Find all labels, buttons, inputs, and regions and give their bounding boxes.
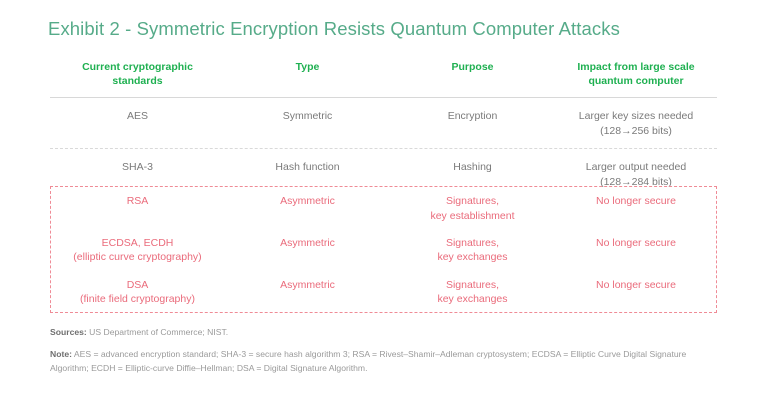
column-header-impact-line1: Impact from large scale [577,61,695,73]
cell-purpose-line1: Signatures, [445,195,500,208]
column-header-standards: Current cryptographic standards [50,60,225,88]
cell-impact-line1: No longer secure [596,237,676,249]
header-divider [50,97,717,99]
column-header-standards-line2: standards [112,75,163,88]
cell-impact-line2: (128→284 bits) [600,175,672,188]
cell-purpose-line2: key exchanges [437,251,508,264]
cell-purpose-line1: Hashing [453,161,492,174]
cell-standard-line2: (elliptic curve cryptography) [73,251,202,264]
vulnerable-algorithms-highlight-box [50,186,717,313]
column-header-purpose-line1: Purpose [451,61,494,73]
cell-standard-line1: AES [126,110,148,123]
sources-label: Sources: [50,327,87,337]
cell-purpose-line2: key establishment [430,209,515,222]
cell-impact: Larger key sizes needed (128→256 bits) [555,109,717,138]
cell-type: Hash function [275,161,340,174]
column-header-standards-line1: Current cryptographic [82,61,193,73]
cell-type: Asymmetric [280,237,335,249]
page-title: Exhibit 2 - Symmetric Encryption Resists… [48,18,620,39]
cell-impact: No longer secure [555,236,717,265]
cell-purpose: Hashing [390,160,555,189]
cell-standard-line2: (finite field cryptography) [80,293,195,306]
cell-standard: RSA [50,194,225,223]
cell-type: Symmetric [282,110,333,123]
cell-purpose-line2: key exchanges [437,293,508,306]
cell-standard: SHA-3 [50,160,225,189]
vulnerable-algorithms-group: RSA Asymmetric Signatures, key establish… [50,186,717,313]
cell-purpose: Signatures, key exchanges [390,278,555,307]
column-header-purpose: Purpose [390,60,555,88]
table-row: ECDSA, ECDH (elliptic curve cryptography… [50,233,717,268]
cell-purpose-line1: Signatures, [445,278,500,291]
column-header-impact-line2: quantum computer [588,75,684,88]
cell-purpose: Signatures, key exchanges [390,236,555,265]
cell-standard: DSA (finite field cryptography) [50,278,225,307]
cell-impact: No longer secure [555,194,717,223]
cell-impact: No longer secure [555,278,717,307]
column-header-impact: Impact from large scale quantum computer [555,60,717,88]
cell-impact-line2: (128→256 bits) [600,124,672,137]
column-header-type-line1: Type [295,61,320,73]
note-line: Note: AES = advanced encryption standard… [50,348,722,375]
column-header-type: Type [225,60,390,88]
cell-purpose-line1: Signatures, [445,237,500,249]
cell-type: Asymmetric [280,195,335,208]
cell-impact-line1: No longer secure [596,195,676,208]
cell-purpose: Signatures, key establishment [390,194,555,223]
cell-impact-line1: No longer secure [596,278,676,291]
crypto-standards-table: Current cryptographic standards Type Pur… [50,60,717,199]
cell-standard: AES [50,109,225,138]
cell-type: Asymmetric [280,278,335,291]
cell-purpose-line1: Encryption [447,110,498,123]
cell-standard-line1: DSA [126,278,149,291]
cell-impact-line1: Larger output needed [585,161,687,174]
table-row: DSA (finite field cryptography) Asymmetr… [50,275,717,310]
sources-line: Sources: US Department of Commerce; NIST… [50,326,722,339]
sources-text: US Department of Commerce; NIST. [89,327,229,337]
table-row: RSA Asymmetric Signatures, key establish… [50,191,717,226]
note-text: AES = advanced encryption standard; SHA-… [50,349,687,373]
cell-standard-line1: ECDSA, ECDH [101,237,174,249]
note-label: Note: [50,349,72,360]
table-row: AES Symmetric Encryption Larger key size… [50,98,717,148]
cell-purpose: Encryption [390,109,555,138]
cell-standard-line1: SHA-3 [122,161,153,174]
table-header-row: Current cryptographic standards Type Pur… [50,60,717,97]
cell-standard: ECDSA, ECDH (elliptic curve cryptography… [50,236,225,265]
cell-impact: Larger output needed (128→284 bits) [555,160,717,189]
table-row: SHA-3 Hash function Hashing Larger outpu… [50,149,717,199]
row-divider [50,148,717,150]
cell-impact-line1: Larger key sizes needed [578,110,694,123]
cell-standard-line1: RSA [126,195,149,208]
footnotes: Sources: US Department of Commerce; NIST… [50,326,722,375]
